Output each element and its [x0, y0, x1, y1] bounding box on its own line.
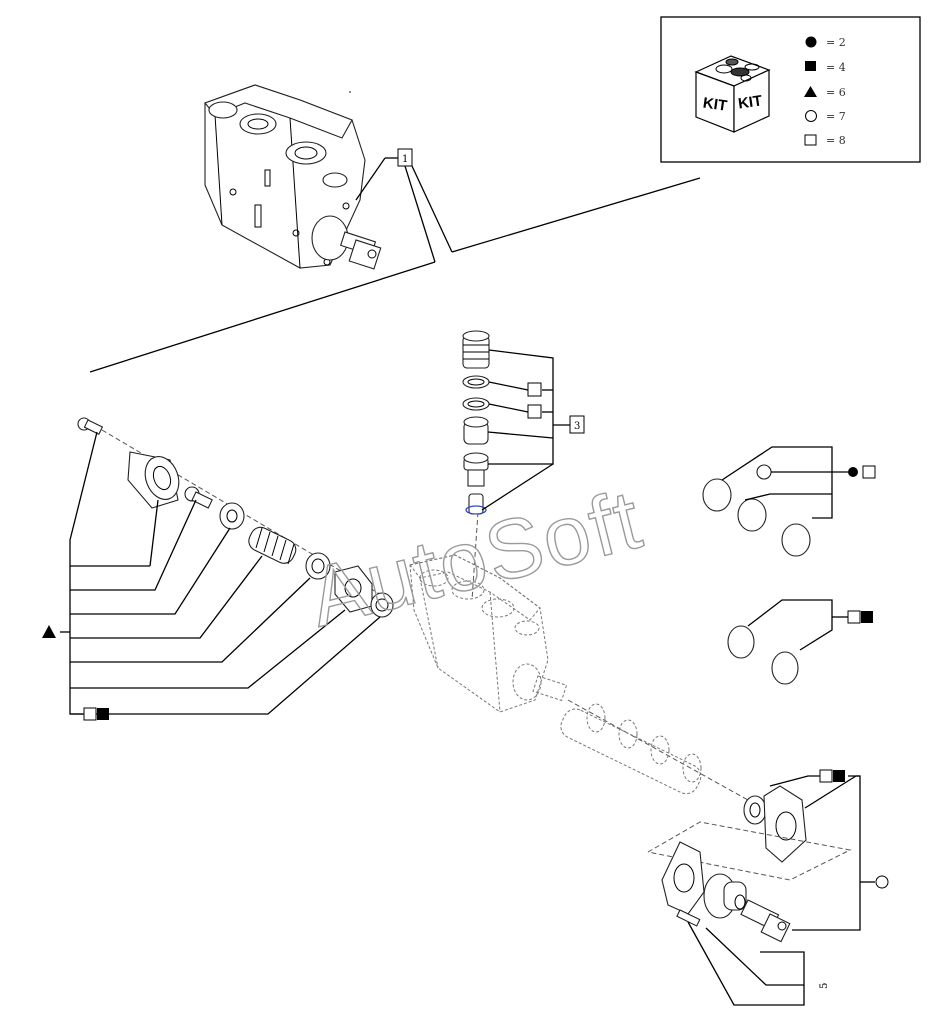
legend-item-2: = 4: [826, 61, 846, 74]
callout-box-3: [569, 415, 585, 434]
callout-1-label: 1: [402, 154, 408, 165]
filled-circle-icon: [805, 36, 817, 48]
open-square-icon: [527, 382, 542, 397]
legend-item-3: = 6: [826, 86, 846, 99]
spool-ghost: [560, 703, 702, 795]
filled-square-icon: [833, 770, 845, 782]
kit-label-left: KIT: [702, 95, 728, 115]
filled-circle-icon: [848, 467, 858, 477]
valve-body-ghost: [409, 554, 568, 713]
filled-triangle-icon: [804, 86, 817, 97]
open-square-icon: [527, 404, 542, 419]
callout-5-label: 5: [819, 983, 830, 989]
kit-box-icon: KIT KIT: [694, 55, 771, 133]
open-square-icon: [804, 134, 817, 146]
bottom-right-parts: [647, 785, 852, 943]
filled-triangle-icon: [42, 625, 56, 638]
o-ring-group-lower: [727, 625, 799, 685]
legend-item-4: = 7: [826, 110, 846, 123]
legend-item-5: = 8: [826, 134, 846, 147]
left-exploded-parts: [77, 417, 394, 618]
open-square-icon: [862, 465, 876, 479]
filled-square-icon: [861, 611, 873, 623]
open-square-icon: [847, 610, 861, 624]
filled-square-icon: [97, 708, 109, 720]
kit-label-right: KIT: [737, 92, 763, 112]
open-square-icon: [819, 769, 833, 783]
legend-item-1: = 2: [826, 36, 846, 49]
filled-square-icon: [805, 61, 816, 71]
open-square-icon: [83, 707, 97, 721]
open-circle-icon: [805, 110, 817, 122]
relief-valve-stack: [462, 330, 490, 515]
open-circle-icon: [875, 875, 889, 889]
valve-assembly-top: [204, 84, 382, 270]
callout-3-label: 3: [574, 421, 580, 432]
kit-legend: KIT KIT = 2 = 4 = 6 = 7 = 8: [660, 16, 921, 163]
o-ring-group-upper: [702, 464, 811, 557]
